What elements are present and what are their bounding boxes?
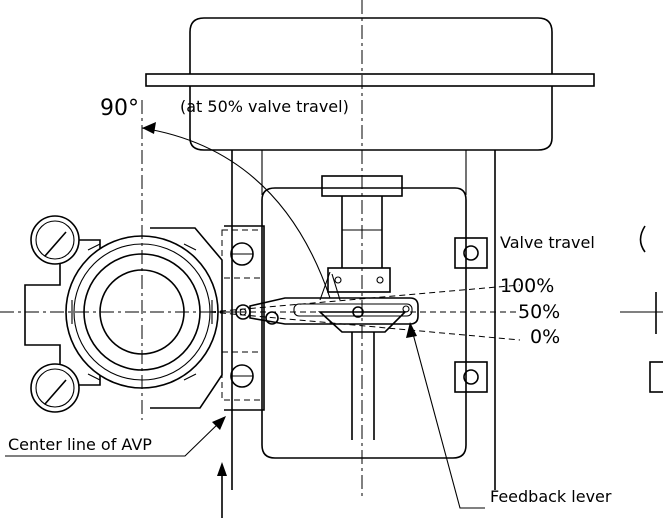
diaphragm-case-top: [189, 17, 553, 74]
center-line-label: Center line of AVP: [8, 435, 152, 454]
gauge-needle-upper: [44, 231, 67, 257]
avp-leader: [5, 419, 223, 457]
stem-guide: [317, 311, 407, 333]
bracket-upper-slot: [221, 229, 263, 279]
stem-top-block: [321, 175, 403, 197]
upward-arrowhead: [217, 462, 227, 476]
valve-travel-label: Valve travel: [500, 233, 595, 252]
positioner-housing: [150, 227, 223, 409]
lever-slot: [293, 303, 413, 317]
connector-bolt-left: [334, 276, 342, 284]
feedback-lever: [249, 297, 419, 325]
rotation-arc: [141, 127, 331, 299]
right-view-block: [649, 361, 663, 393]
lower-stem: [351, 332, 375, 440]
angle-label: 90°: [100, 96, 139, 121]
yoke-neck: [261, 150, 467, 195]
stem-connector: [327, 267, 391, 293]
pct-100-label: 100%: [500, 275, 554, 297]
pressure-gauge-upper: [30, 215, 80, 265]
avp-arrowhead: [212, 416, 226, 430]
pct-50-label: 50%: [518, 301, 560, 323]
gauge-needle-lower: [44, 379, 67, 405]
yoke-window: [261, 187, 467, 459]
pct-0-label: 0%: [530, 326, 560, 348]
travel-line-100: [209, 284, 521, 313]
diaphragm-case-bottom: [189, 86, 553, 151]
arc-arrowhead: [142, 122, 156, 134]
lug-lower-right-hole: [463, 369, 479, 385]
connector-bolt-right: [376, 276, 384, 284]
lug-upper-right-hole: [463, 245, 479, 261]
diaphragm-flange: [145, 73, 595, 87]
feedback-leader: [411, 329, 485, 509]
feedback-lever-label: Feedback lever: [490, 487, 612, 506]
travel-line-0: [209, 311, 521, 341]
lug-upper-right: [454, 237, 488, 269]
feedback-arrowhead: [406, 322, 417, 338]
lug-lower-right: [454, 361, 488, 393]
actuator-stem: [341, 196, 383, 268]
angle-note: (at 50% valve travel): [180, 97, 349, 116]
mounting-bracket: [224, 225, 265, 411]
right-view-arc-upper: [639, 225, 646, 253]
pressure-gauge-lower: [30, 363, 80, 413]
